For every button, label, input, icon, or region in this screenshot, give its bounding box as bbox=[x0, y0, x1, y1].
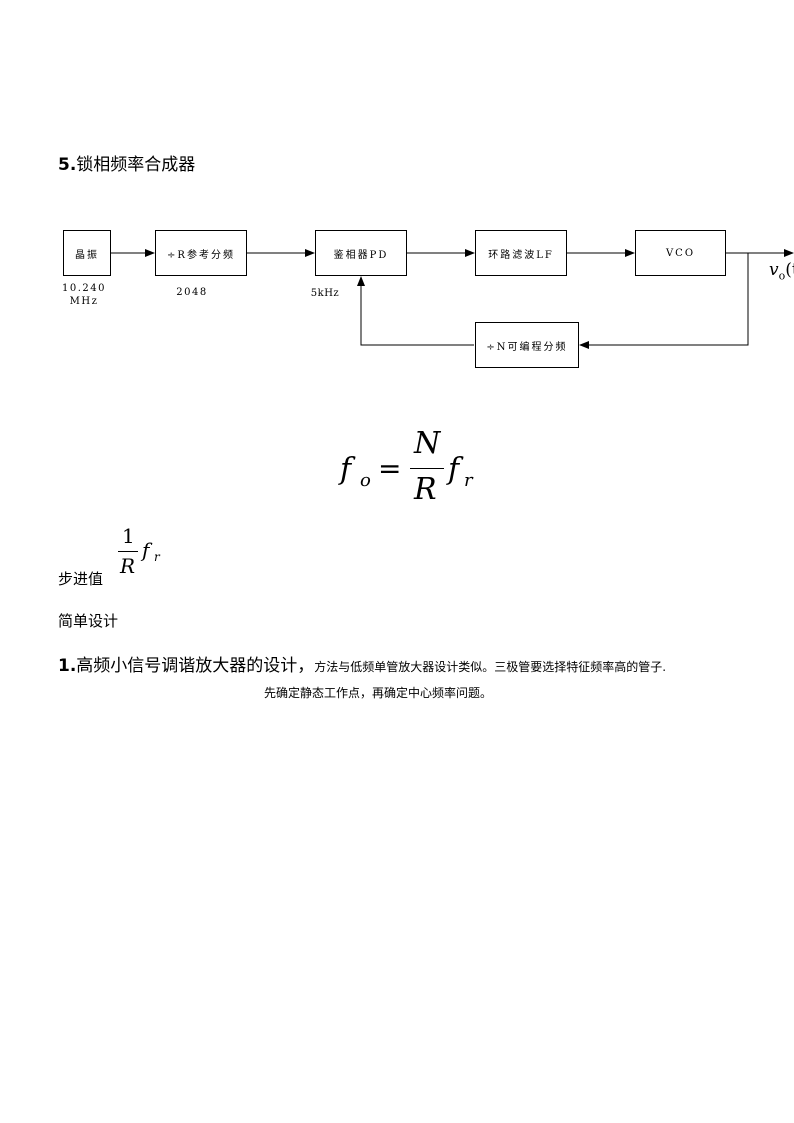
step-sub-r: r bbox=[154, 550, 160, 564]
crystal-frequency-label: 10.240 MHz bbox=[54, 282, 114, 308]
step-numerator: 1 bbox=[122, 524, 135, 548]
section-5-title: 锁相频率合成器 bbox=[76, 155, 196, 175]
step-value-label: 步进值 bbox=[58, 570, 104, 588]
feedback-n-divider-to-pd bbox=[357, 276, 474, 346]
output-tail: (t bbox=[785, 260, 794, 280]
vco-block: VCO bbox=[635, 230, 726, 276]
step-value-formula: 1 R f r bbox=[116, 524, 176, 584]
crystal-frequency-value: 10.240 bbox=[62, 283, 106, 294]
ref-divider-block: ÷R参考分频 bbox=[155, 230, 247, 276]
formula-fraction-bar bbox=[410, 468, 444, 469]
crystal-oscillator-block: 晶振 bbox=[63, 230, 111, 276]
formula-sub-o: o bbox=[360, 470, 371, 491]
step-denominator: R bbox=[120, 554, 136, 578]
output-signal-label: vo(t bbox=[769, 260, 794, 282]
section-5-heading: 5.锁相频率合成器 bbox=[58, 150, 195, 175]
output-v: v bbox=[769, 260, 779, 280]
crystal-frequency-unit: MHz bbox=[69, 296, 99, 307]
loop-filter-block: 环路滤波LF bbox=[475, 230, 567, 276]
phase-detector-block: 鉴相器PD bbox=[315, 230, 407, 276]
formula-f: f bbox=[340, 452, 352, 487]
section-1-title: 高频小信号调谐放大器的设计， bbox=[76, 656, 315, 676]
step-f: f bbox=[142, 538, 150, 562]
diagram-connections bbox=[111, 249, 794, 349]
section-1-number: 1. bbox=[58, 656, 77, 676]
section-1-heading: 1.高频小信号调谐放大器的设计，方法与低频单管放大器设计类似。三极管要选择特征频… bbox=[58, 651, 666, 676]
formula-sub-r: r bbox=[464, 470, 473, 491]
formula-denominator: R bbox=[414, 472, 437, 507]
pd-frequency-label: 5kHz bbox=[310, 288, 340, 299]
n-divider-block: ÷N可编程分频 bbox=[475, 322, 579, 368]
feedback-to-n-divider bbox=[579, 253, 749, 349]
section-1-description: 方法与低频单管放大器设计类似。三极管要选择特征频率高的管子. bbox=[314, 660, 667, 674]
pll-block-diagram: 晶振 ÷R参考分频 鉴相器PD 环路滤波LF VCO ÷N可编程分频 10.24… bbox=[0, 0, 794, 400]
formula-numerator: N bbox=[414, 426, 441, 461]
section-5-number: 5. bbox=[58, 155, 77, 175]
output-sub-o: o bbox=[778, 269, 786, 283]
formula-equals: = bbox=[378, 452, 402, 485]
frequency-formula: f o = N R f r bbox=[340, 426, 500, 508]
section-1-line-2: 先确定静态工作点，再确定中心频率问题。 bbox=[264, 686, 493, 700]
step-fraction-bar bbox=[118, 551, 138, 552]
simple-design-heading: 简单设计 bbox=[58, 612, 119, 630]
formula-f-r: f bbox=[448, 452, 460, 487]
ref-divider-value-label: 2048 bbox=[176, 287, 208, 298]
